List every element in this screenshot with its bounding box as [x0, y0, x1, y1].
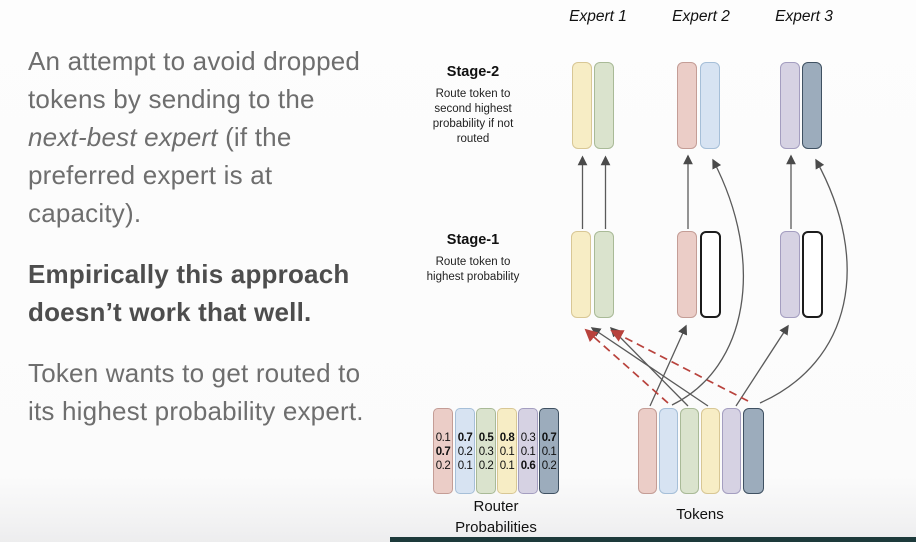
stage1-expert3-slot-empty — [802, 231, 823, 318]
token-lavender — [722, 408, 741, 494]
router-probabilities-label: Router Probabilities — [430, 496, 562, 538]
prob-value: 0.2 — [457, 446, 473, 458]
stage1-label: Stage-1 Route token to highest probabili… — [418, 232, 528, 285]
paragraph-token-wants: Token wants to get routed to its highest… — [28, 358, 364, 426]
stage2-expert1-slot-yellow — [572, 62, 592, 149]
stage2-expert2-slot-blue — [700, 62, 720, 149]
router-prob-col-yellow: 0.8 0.1 0.1 — [497, 408, 517, 494]
stage1-expert1-slot-green — [594, 231, 614, 318]
expert1-header: Expert 1 — [569, 8, 627, 25]
router-prob-col-pink: 0.1 0.7 0.2 — [433, 408, 453, 494]
prob-value: 0.7 — [457, 432, 473, 444]
stage2-expert2-slot-pink — [677, 62, 697, 149]
prob-value: 0.1 — [435, 432, 451, 444]
stage1-title: Stage-1 — [446, 232, 500, 248]
token-pink — [638, 408, 657, 494]
stage1-expert2-slot-pink — [677, 231, 697, 318]
prob-value: 0.1 — [541, 446, 557, 458]
p1-post: (if the preferred expert is at capacity)… — [28, 122, 292, 228]
token-dark — [743, 408, 764, 494]
expert2-header: Expert 2 — [672, 8, 730, 25]
token-green — [680, 408, 699, 494]
prob-value: 0.7 — [435, 446, 451, 458]
arrow-token-yellow-to-expert1 — [590, 327, 709, 407]
prob-value: 0.6 — [520, 460, 536, 472]
arrow-rejected-token-dark-to-expert1 — [610, 330, 749, 402]
stage2-title: Stage-2 — [446, 64, 500, 80]
router-label-line2: Probabilities — [455, 519, 537, 536]
p1-pre: An attempt to avoid dropped tokens by se… — [28, 46, 361, 114]
bottom-accent-bar — [390, 537, 916, 542]
commentary: An attempt to avoid dropped tokens by se… — [28, 42, 366, 453]
router-prob-col-dark: 0.7 0.1 0.2 — [539, 408, 559, 494]
prob-value: 0.1 — [499, 446, 515, 458]
stage1-caption: Route token to highest probability — [426, 256, 520, 283]
paragraph-attempt: An attempt to avoid dropped tokens by se… — [28, 42, 366, 232]
stage2-caption: Route token to second highest probabilit… — [432, 88, 514, 145]
tokens-label: Tokens — [676, 506, 724, 523]
stage2-label: Stage-2 Route token to second highest pr… — [418, 64, 528, 147]
prob-value: 0.3 — [520, 432, 536, 444]
arrow-rejected-token-blue-to-expert1 — [584, 328, 669, 404]
arrow-token-green-to-expert1 — [609, 326, 689, 407]
arrow-token-lavender-to-expert3 — [735, 324, 789, 407]
expert3-header: Expert 3 — [775, 8, 833, 25]
prob-value: 0.5 — [478, 432, 494, 444]
stage1-expert2-slot-empty — [700, 231, 721, 318]
router-prob-col-blue: 0.7 0.2 0.1 — [455, 408, 475, 494]
p1-italic: next-best expert — [28, 122, 218, 152]
stage1-expert1-slot-yellow — [571, 231, 591, 318]
stage2-expert3-slot-lavender — [780, 62, 800, 149]
prob-value: 0.2 — [435, 460, 451, 472]
prob-value: 0.1 — [499, 460, 515, 472]
stage2-expert1-slot-green — [594, 62, 614, 149]
stage1-expert3-slot-lavender — [780, 231, 800, 318]
prob-value: 0.1 — [457, 460, 473, 472]
router-prob-col-green: 0.5 0.3 0.2 — [476, 408, 496, 494]
prob-value: 0.3 — [478, 446, 494, 458]
prob-value: 0.1 — [520, 446, 536, 458]
arrow-token-pink-to-expert2 — [649, 324, 688, 407]
prob-value: 0.2 — [541, 460, 557, 472]
stage2-expert3-slot-dark — [802, 62, 822, 149]
token-yellow — [701, 408, 720, 494]
prob-value: 0.8 — [499, 432, 515, 444]
token-blue — [659, 408, 678, 494]
prob-value: 0.2 — [478, 460, 494, 472]
paragraph-empirically: Empirically this approach doesn’t work t… — [28, 259, 350, 327]
router-prob-col-lavender: 0.3 0.1 0.6 — [518, 408, 538, 494]
router-label-line1: Router — [473, 498, 519, 515]
prob-value: 0.7 — [541, 432, 557, 444]
